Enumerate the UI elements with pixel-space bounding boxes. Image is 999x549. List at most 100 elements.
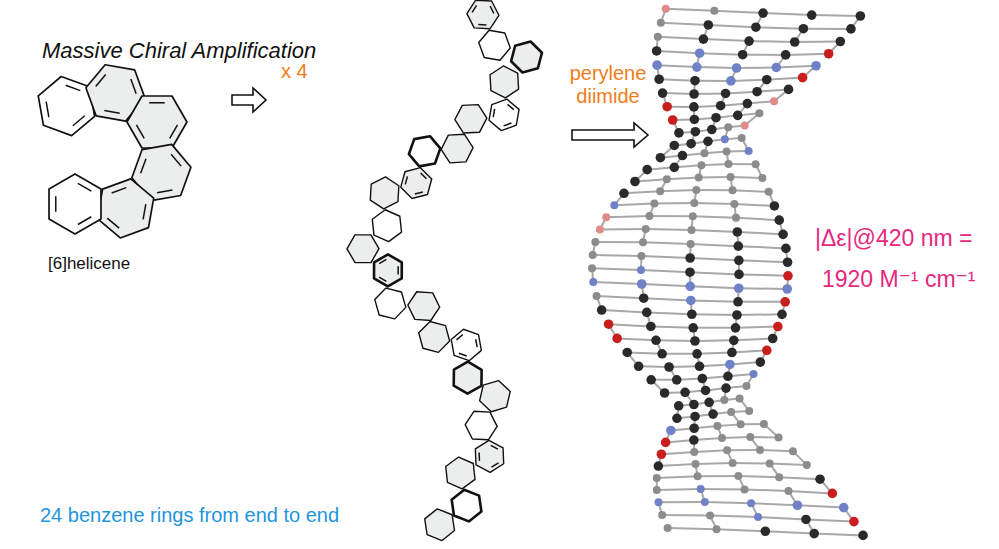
bond (738, 246, 786, 248)
bond (738, 301, 785, 303)
atom (809, 529, 819, 539)
bond (602, 310, 647, 312)
atom (828, 489, 838, 499)
atom (658, 88, 668, 98)
double-bond (476, 339, 477, 347)
bond (743, 54, 786, 56)
atom (689, 435, 699, 445)
bond (694, 450, 727, 452)
atom (664, 362, 674, 372)
bond (661, 452, 694, 454)
benzene-ring (370, 177, 399, 209)
bond (788, 491, 832, 493)
double-bond (73, 116, 85, 126)
double-bond (78, 217, 91, 225)
atom (654, 33, 662, 41)
bond (624, 191, 660, 193)
atom (646, 322, 656, 332)
atom (689, 423, 699, 433)
bond (646, 228, 692, 231)
atom (630, 177, 640, 187)
atom (680, 388, 690, 398)
atom (720, 396, 728, 404)
bond (650, 215, 693, 217)
bond (729, 163, 756, 165)
double-bond (66, 85, 81, 90)
benzene-ring (375, 288, 406, 319)
bond (697, 66, 737, 69)
atom (729, 186, 737, 194)
atom (781, 244, 791, 254)
atom (589, 251, 597, 259)
atom (775, 473, 783, 481)
measurement-label: |Δε|@420 nm = (815, 225, 972, 251)
atom (730, 200, 738, 208)
atom (721, 89, 731, 99)
bond (751, 503, 797, 505)
bond (738, 476, 779, 477)
atom (721, 135, 729, 143)
benzene-ring (441, 134, 473, 163)
atom (668, 115, 678, 125)
bond (644, 298, 691, 300)
benzene-ring (465, 411, 497, 440)
atom (734, 270, 744, 280)
atom (784, 85, 794, 95)
bond (803, 28, 851, 30)
bond (701, 164, 728, 165)
atom (743, 99, 753, 109)
bond (597, 296, 644, 298)
atom (793, 500, 803, 510)
double-bond (478, 24, 486, 26)
bond (659, 79, 695, 80)
bond (662, 353, 697, 355)
atom (762, 346, 772, 356)
benzene-ring (446, 457, 475, 489)
atom (734, 283, 744, 293)
bond (734, 204, 774, 206)
bond (714, 11, 763, 13)
atom (760, 420, 768, 428)
atom (751, 22, 761, 32)
double-bond (493, 109, 494, 117)
bond (695, 462, 732, 465)
atom (734, 256, 744, 266)
atom (738, 134, 746, 142)
double-bond (459, 353, 467, 356)
atom (646, 212, 654, 220)
bond (658, 464, 695, 466)
bond (627, 352, 662, 353)
atom (807, 10, 817, 20)
bond (733, 190, 769, 192)
atom (778, 230, 788, 240)
bond (657, 51, 700, 53)
atom (654, 74, 664, 84)
bond (700, 53, 743, 54)
double-bond (478, 453, 480, 461)
double-bond (157, 190, 172, 193)
benzene-ring (455, 105, 487, 133)
bond (758, 517, 806, 519)
atom (651, 335, 661, 345)
bond (736, 218, 779, 220)
bond (767, 78, 803, 80)
bond (736, 327, 778, 328)
atom (672, 413, 682, 423)
atom (775, 433, 783, 441)
atom (672, 375, 682, 385)
bond (657, 488, 701, 491)
benzene-ring (374, 254, 402, 286)
double-helicene-structure (347, 0, 542, 540)
benzene-ring (490, 66, 519, 98)
bond (617, 338, 656, 340)
double-bond (490, 6, 494, 13)
atom (754, 513, 762, 521)
atom (694, 472, 702, 480)
atom (710, 7, 718, 15)
bond (812, 14, 861, 17)
bond (693, 216, 736, 218)
atom (588, 264, 596, 272)
atom (656, 187, 664, 195)
atom (690, 336, 700, 346)
atom (685, 253, 695, 263)
